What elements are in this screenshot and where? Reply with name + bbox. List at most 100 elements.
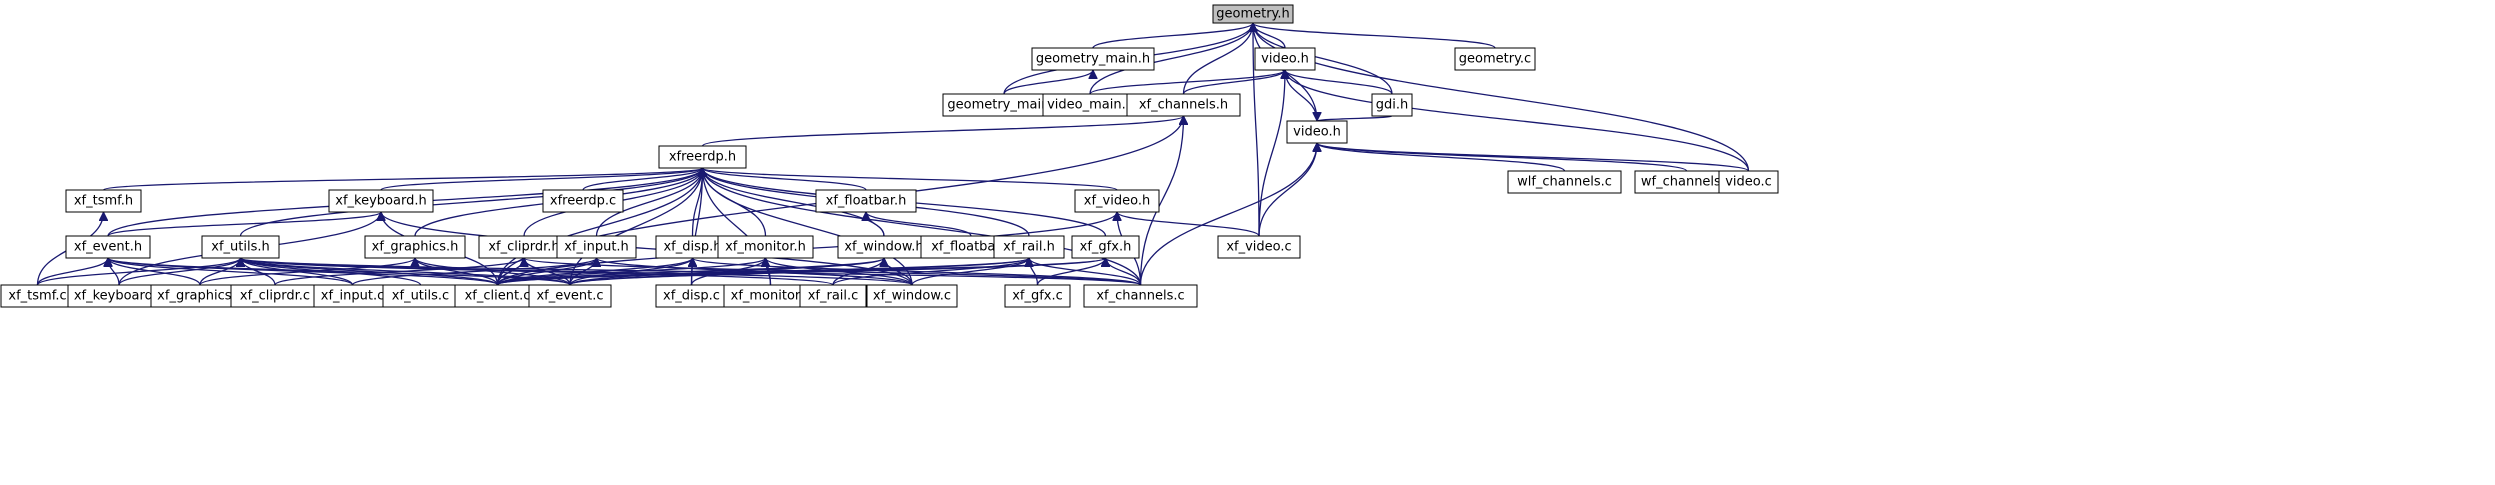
node-box-video-h-2: [1286, 120, 1348, 144]
node-box-xf-floatbar-h: [815, 189, 917, 213]
node-label-xf-floatbar-h: xf_floatbar.h: [826, 194, 907, 209]
edge-xf-channels-c-to-xfreerdp-h: [703, 168, 1142, 286]
node-video-h-2[interactable]: video.h: [1286, 120, 1348, 144]
node-label-xf-video-h: xf_video.h: [1084, 194, 1150, 209]
node-video-h-1[interactable]: video.h: [1254, 47, 1316, 71]
node-label-wlf-channels-c: wlf_channels.c: [1517, 175, 1612, 190]
node-box-xf-channels-h: [1126, 93, 1241, 117]
node-label-video-h-2: video.h: [1293, 125, 1341, 140]
node-label-geometry-c: geometry.c: [1459, 52, 1531, 67]
node-xf-channels-h[interactable]: xf_channels.h: [1126, 93, 1241, 117]
node-label-xf-window-c: xf_window.c: [873, 289, 951, 304]
edge-xf-event-c-to-xf-graphics-h: [415, 257, 571, 286]
node-xf-rail-c[interactable]: xf_rail.c: [799, 284, 867, 308]
edge-xf-window-c-to-xf-window-h: [884, 257, 913, 286]
edge-xf-graphics-c-to-xf-graphics-h: [199, 257, 415, 286]
node-xf-input-h[interactable]: xf_input.h: [556, 235, 637, 259]
node-box-xf-tsmf-h: [65, 189, 142, 213]
node-label-xf-monitor-c: xf_monitor.c: [731, 289, 811, 304]
node-xf-client-c[interactable]: xf_client.c: [454, 284, 541, 308]
edge-xf-floatbar-h-to-xfreerdp-h: [703, 167, 867, 191]
nodes-layer: geometry.h geometry_main.h video.h geometry…: [0, 4, 1779, 308]
edge-xf-channels-c-to-xf-disp-h: [693, 257, 1142, 286]
node-xf-video-c[interactable]: xf_video.c: [1217, 235, 1301, 259]
node-box-xf-event-c: [528, 284, 612, 308]
node-xf-cliprdr-h[interactable]: xf_cliprdr.h: [478, 235, 570, 259]
edge-gdi-h-to-video-h-2: [1317, 116, 1393, 122]
node-label-xf-event-h: xf_event.h: [74, 240, 142, 255]
node-label-xf-gfx-h: xf_gfx.h: [1080, 240, 1132, 255]
node-geometry-c[interactable]: geometry.c: [1454, 47, 1536, 71]
edge-wf-channels-c-to-video-h-2: [1317, 142, 1688, 172]
node-xf-window-c[interactable]: xf_window.c: [866, 284, 958, 308]
node-xf-rail-h[interactable]: xf_rail.h: [993, 235, 1065, 259]
node-video-c[interactable]: video.c: [1718, 170, 1779, 194]
edge-xf-utils-c-to-xf-utils-h: [241, 257, 422, 286]
edge-xf-channels-c-to-xf-gfx-h: [1106, 257, 1142, 286]
node-geometry-main-h[interactable]: geometry_main.h: [1031, 47, 1155, 71]
edge-geometry-c-to-geometry-h: [1253, 22, 1496, 49]
node-geometry-h[interactable]: geometry.h: [1212, 4, 1294, 24]
node-xf-input-c[interactable]: xf_input.c: [313, 284, 392, 308]
edge-xf-input-h-to-xfreerdp-h: [595, 167, 703, 237]
node-xf-tsmf-c[interactable]: xf_tsmf.c: [0, 284, 75, 308]
node-xfreerdp-h[interactable]: xfreerdp.h: [658, 145, 747, 169]
edge-xf-window-c-to-xf-keyboard-h: [381, 211, 913, 286]
node-xf-cliprdr-c[interactable]: xf_cliprdr.c: [230, 284, 320, 308]
node-xf-event-c[interactable]: xf_event.c: [528, 284, 612, 308]
edge-xf-gfx-c-to-xf-gfx-h: [1036, 257, 1106, 286]
edges-layer: [36, 22, 1750, 286]
node-box-video-h-1: [1254, 47, 1316, 71]
node-wlf-channels-c[interactable]: wlf_channels.c: [1507, 170, 1622, 194]
edge-xf-video-c-to-video-h-2: [1258, 143, 1317, 237]
node-label-xf-keyboard-h: xf_keyboard.h: [335, 194, 426, 209]
node-box-geometry-h: [1212, 4, 1294, 24]
node-box-xf-video-c: [1217, 235, 1301, 259]
node-label-video-main-c: video_main.c: [1047, 98, 1133, 113]
node-xf-disp-h[interactable]: xf_disp.h: [655, 235, 730, 259]
node-xf-disp-c[interactable]: xf_disp.c: [655, 284, 728, 308]
node-label-video-c: video.c: [1725, 175, 1772, 190]
node-xf-graphics-c[interactable]: xf_graphics.c: [150, 284, 250, 308]
node-xf-monitor-c[interactable]: xf_monitor.c: [723, 284, 818, 308]
node-box-xf-video-h: [1074, 189, 1160, 213]
edge-xf-tsmf-c-to-xf-event-h: [36, 257, 109, 286]
node-label-xf-floatbar-c: xf_floatbar.c: [931, 240, 1011, 255]
edge-xf-channels-c-to-xf-channels-h: [1139, 116, 1184, 286]
node-xf-floatbar-h[interactable]: xf_floatbar.h: [815, 189, 917, 213]
node-xf-window-h[interactable]: xf_window.h: [837, 235, 931, 259]
node-label-xf-cliprdr-h: xf_cliprdr.h: [488, 240, 559, 255]
node-xf-video-h[interactable]: xf_video.h: [1074, 189, 1160, 213]
edge-xf-input-c-to-xf-input-h: [351, 257, 597, 286]
node-xf-gfx-c[interactable]: xf_gfx.c: [1004, 284, 1071, 308]
node-box-gdi-h: [1371, 93, 1413, 117]
node-xf-monitor-h[interactable]: xf_monitor.h: [717, 235, 814, 259]
node-xf-graphics-h[interactable]: xf_graphics.h: [364, 235, 466, 259]
node-video-main-c[interactable]: video_main.c: [1042, 93, 1138, 117]
edge-video-c-to-video-h-2: [1317, 142, 1750, 172]
node-label-xf-client-c: xf_client.c: [465, 289, 531, 304]
edge-video-c-to-geometry-h: [1253, 23, 1750, 172]
edge-xf-window-c-to-xf-utils-h: [241, 257, 913, 286]
node-gdi-h[interactable]: gdi.h: [1371, 93, 1413, 117]
node-xf-utils-c[interactable]: xf_utils.c: [382, 284, 459, 308]
edge-xfreerdp-h-to-xf-channels-h: [701, 115, 1184, 147]
edge-gdi-h-to-video-h-1: [1285, 69, 1393, 95]
edge-xf-channels-c-to-video-h-2: [1139, 143, 1318, 286]
node-xfreerdp-c[interactable]: xfreerdp.c: [542, 189, 624, 213]
node-box-xf-gfx-c: [1004, 284, 1071, 308]
node-box-xf-keyboard-h: [328, 189, 434, 213]
node-label-xf-video-c: xf_video.c: [1226, 240, 1291, 255]
node-xf-utils-h[interactable]: xf_utils.h: [201, 235, 280, 259]
node-xf-channels-c[interactable]: xf_channels.c: [1083, 284, 1198, 308]
node-label-xf-disp-c: xf_disp.c: [663, 289, 720, 304]
node-label-gdi-h: gdi.h: [1376, 98, 1409, 113]
node-wf-channels-c[interactable]: wf_channels.c: [1634, 170, 1739, 194]
node-label-xf-rail-c: xf_rail.c: [808, 289, 859, 304]
node-xf-event-h[interactable]: xf_event.h: [65, 235, 151, 259]
node-xf-keyboard-h[interactable]: xf_keyboard.h: [328, 189, 434, 213]
node-label-geometry-h: geometry.h: [1216, 7, 1290, 22]
node-geometry-main-c[interactable]: geometry_main.c: [942, 93, 1066, 117]
node-xf-gfx-h[interactable]: xf_gfx.h: [1071, 235, 1140, 259]
node-xf-tsmf-h[interactable]: xf_tsmf.h: [65, 189, 142, 213]
